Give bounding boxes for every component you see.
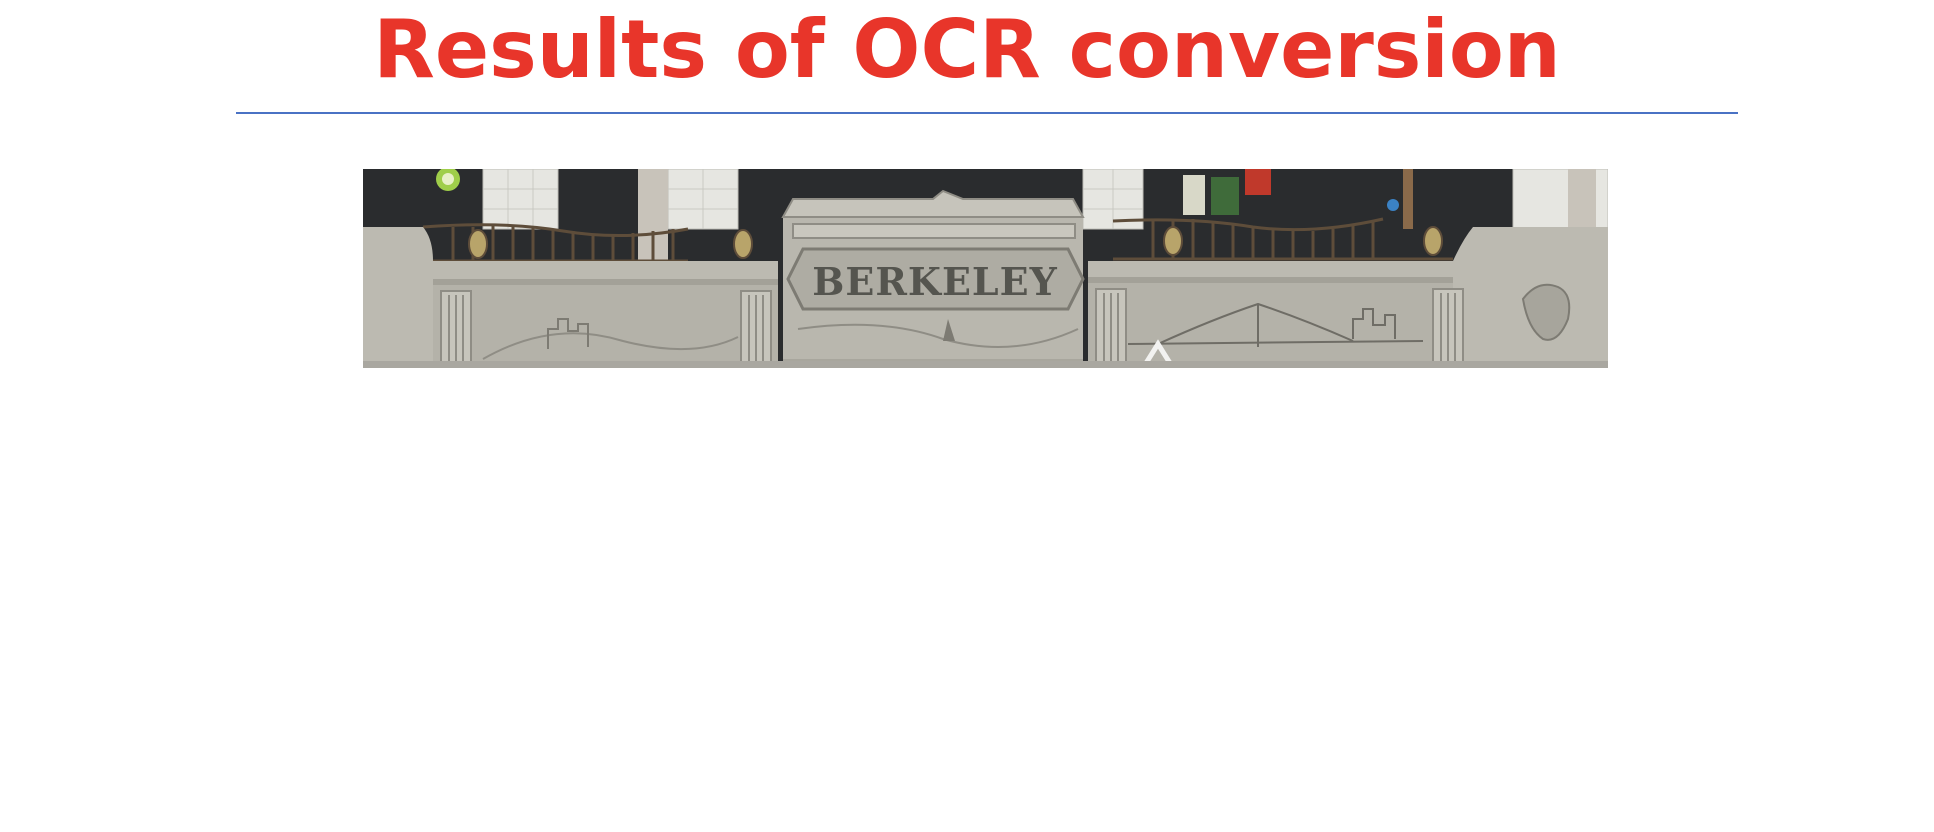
- berkeley-sign-photo: BERKELEY: [363, 169, 1608, 368]
- title-divider: [236, 112, 1738, 114]
- slide-title: Results of OCR conversion: [373, 3, 1561, 96]
- berkeley-sign-text: BERKELEY: [812, 259, 1057, 304]
